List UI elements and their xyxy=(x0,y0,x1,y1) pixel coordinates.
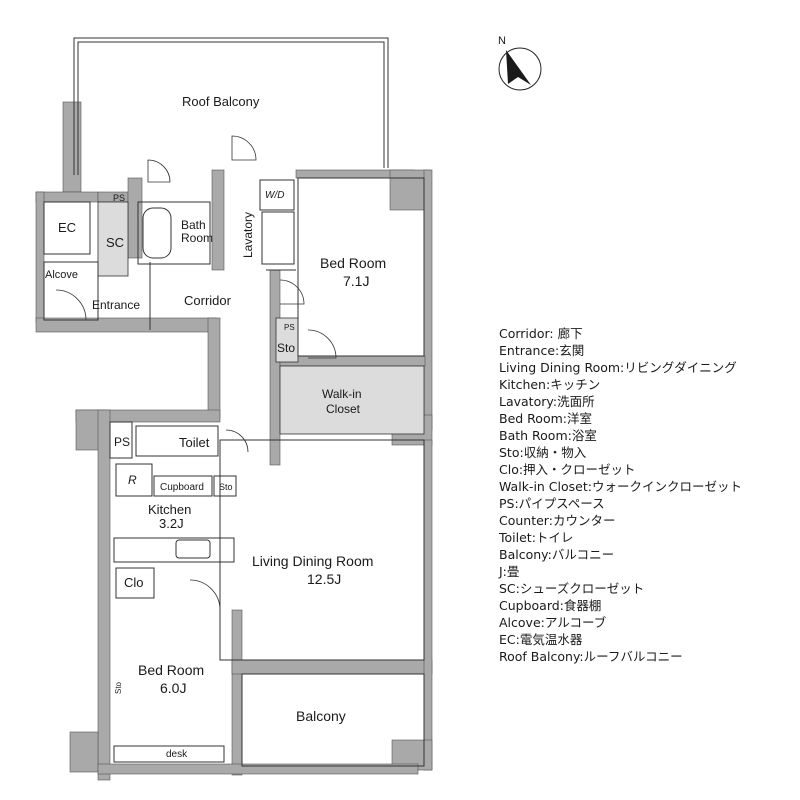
fridge-label: R xyxy=(128,473,137,487)
legend-item: Sto:収納・物入 xyxy=(499,445,587,460)
cupboard-label: Cupboard xyxy=(160,482,204,493)
desk-label: desk xyxy=(166,749,188,760)
legend-item: Bed Room:洋室 xyxy=(499,411,592,426)
legend-item: Kitchen:キッチン xyxy=(499,377,601,392)
legend-item: Cupboard:食器棚 xyxy=(499,598,602,613)
sc-label: SC xyxy=(106,235,124,250)
kitchen-label: Kitchen xyxy=(148,502,191,517)
north-label: N xyxy=(498,35,506,47)
entrance-label: Entrance xyxy=(92,298,140,312)
legend-item: PS:パイプスペース xyxy=(499,496,605,511)
legend-item: Roof Balcony:ルーフバルコニー xyxy=(499,649,683,664)
clo-label: Clo xyxy=(124,575,144,590)
room-labels: Roof Balcony EC SC PS Bath Room Lavatory… xyxy=(45,94,386,760)
bath-room-label-1: Bath xyxy=(181,218,206,232)
legend-item: SC:シューズクローゼット xyxy=(499,581,645,596)
sto-small-label: Sto xyxy=(219,482,233,492)
legend-item: Living Dining Room:リビングダイニング xyxy=(499,360,737,375)
legend-item: Clo:押入・クローゼット xyxy=(499,462,636,477)
living-dining-room-size: 12.5J xyxy=(307,571,341,587)
balcony-label: Balcony xyxy=(296,708,346,724)
bed-room-1-size: 7.1J xyxy=(343,273,369,289)
room-legend: Corridor: 廊下 Entrance:玄関 Living Dining Roo… xyxy=(499,325,742,665)
legend-item: Balcony:バルコニー xyxy=(499,547,615,562)
walls xyxy=(35,101,433,781)
sto-vertical-label: Sto xyxy=(114,681,123,694)
toilet-label: Toilet xyxy=(179,435,210,450)
ps-left-label: PS xyxy=(114,435,130,449)
door-swings xyxy=(55,135,337,611)
bath-room-label-2: Room xyxy=(181,231,213,245)
legend-item: J:畳 xyxy=(499,564,520,579)
walk-in-closet-label-2: Closet xyxy=(326,402,361,416)
legend-item: Walk-in Closet:ウォークインクローゼット xyxy=(499,479,742,494)
legend-item: Alcove:アルコーブ xyxy=(499,615,607,630)
legend-item: Entrance:玄関 xyxy=(499,343,585,358)
compass: N xyxy=(498,35,542,91)
ps-top-label: PS xyxy=(113,193,125,203)
walk-in-closet-label-1: Walk-in xyxy=(322,387,362,401)
room-outlines xyxy=(43,37,425,767)
living-dining-room-label: Living Dining Room xyxy=(252,553,373,569)
legend-item: EC:電気温水器 xyxy=(499,632,583,647)
roof-balcony-label: Roof Balcony xyxy=(182,94,260,109)
sto-mid-label: Sto xyxy=(277,341,295,355)
legend-item: Corridor: 廊下 xyxy=(499,326,583,341)
wd-label: W/D xyxy=(265,190,284,201)
lavatory-label: Lavatory xyxy=(241,212,255,258)
ps-mid-label: PS xyxy=(284,323,295,332)
alcove-label: Alcove xyxy=(45,269,78,281)
legend-item: Counter:カウンター xyxy=(499,513,616,528)
room-fills xyxy=(97,201,425,435)
corridor-label: Corridor xyxy=(184,293,232,308)
kitchen-size: 3.2J xyxy=(159,516,184,531)
bed-room-1-label: Bed Room xyxy=(320,255,386,271)
legend-item: Toilet:トイレ xyxy=(499,530,574,545)
legend-item: Bath Room:浴室 xyxy=(499,428,597,443)
bed-room-2-label: Bed Room xyxy=(138,662,204,678)
legend-item: Lavatory:洗面所 xyxy=(499,394,595,409)
ec-label: EC xyxy=(58,220,76,235)
bed-room-2-size: 6.0J xyxy=(160,680,186,696)
